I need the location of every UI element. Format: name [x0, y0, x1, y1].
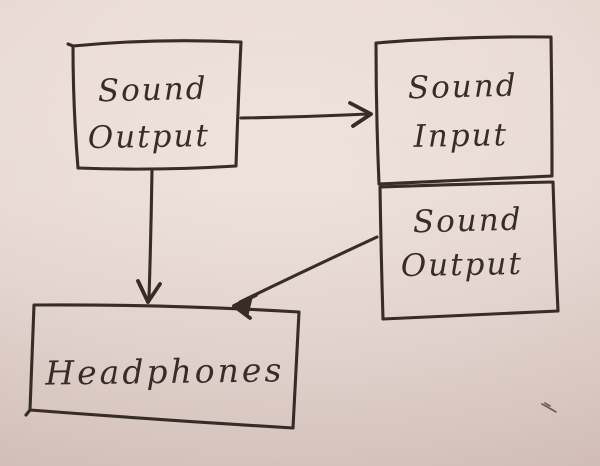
node-headphones: Headphones	[24, 303, 301, 430]
node-sound-input: Sound Input	[374, 35, 554, 186]
pen-mark	[541, 402, 557, 413]
node-sound-input-label-line1: Sound	[407, 68, 518, 107]
node-headphones-box	[24, 303, 301, 430]
arrowhead-down-left-fill	[232, 295, 254, 316]
node-headphones-label: Headphones	[44, 350, 285, 392]
node-sound-output-right-label-line2: Output	[400, 246, 523, 284]
node-sound-input-box	[374, 35, 554, 186]
node-sound-input-label-line2: Input	[412, 117, 508, 155]
node-sound-output-right-box	[378, 180, 560, 321]
edge-sound-output-right-to-headphones	[232, 235, 379, 320]
arrowhead-right-icon	[348, 101, 373, 128]
node-sound-output-left-box	[66, 39, 243, 171]
edge-sound-output-left-to-headphones	[136, 168, 162, 304]
node-sound-output-right-label-line1: Sound	[412, 202, 523, 241]
node-sound-output-right: Sound Output	[378, 180, 560, 321]
edge-line-diagonal	[238, 235, 379, 304]
edge-line-horizontal	[239, 112, 370, 120]
node-sound-output-left-label-line1: Sound	[97, 71, 208, 110]
arrowhead-down-icon	[136, 279, 162, 304]
edge-sound-output-left-to-sound-input	[239, 101, 373, 128]
node-sound-output-left-label-line2: Output	[87, 118, 210, 156]
edge-line-vertical	[147, 168, 154, 300]
node-sound-output-left: Sound Output	[66, 39, 243, 171]
